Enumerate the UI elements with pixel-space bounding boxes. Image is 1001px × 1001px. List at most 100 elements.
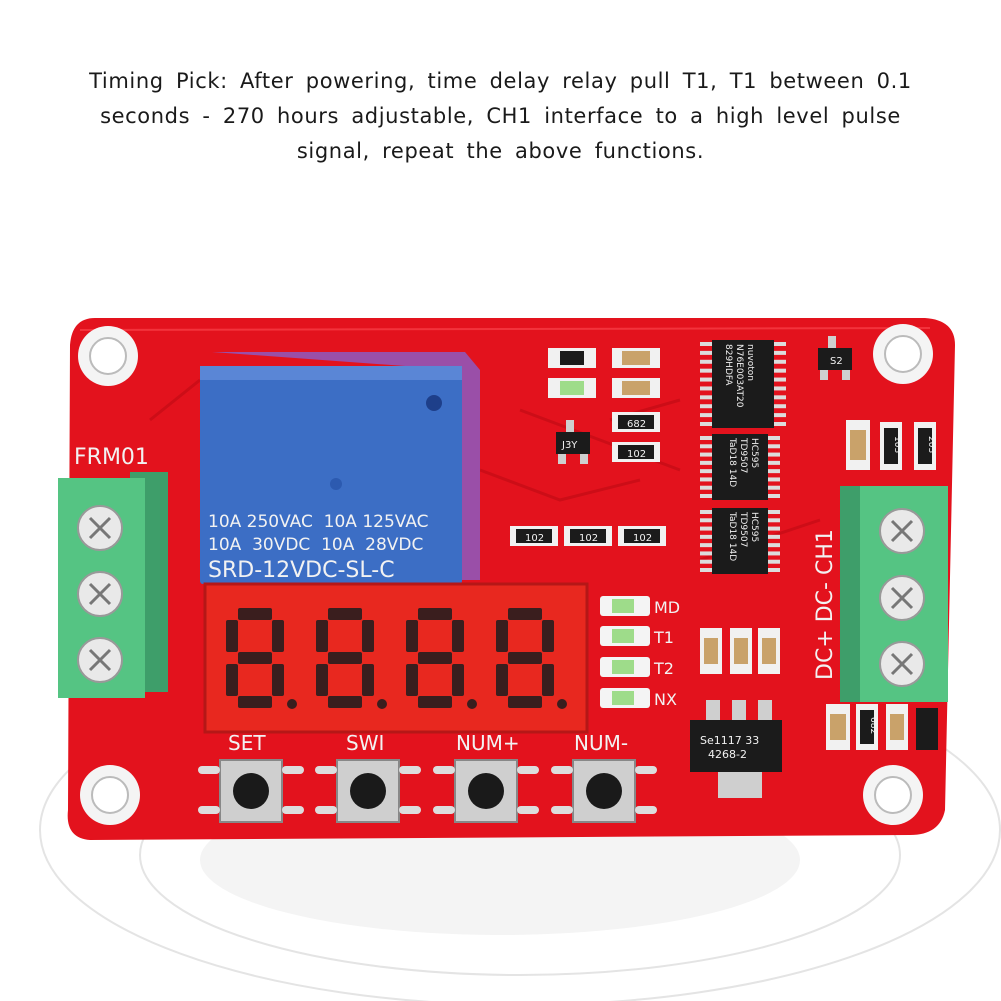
- ic-pin: [768, 444, 780, 449]
- ic-pin: [768, 534, 780, 539]
- ic-pin: [774, 377, 786, 382]
- ic-pin: [700, 559, 712, 564]
- display-segment: [226, 620, 238, 652]
- display-segment: [406, 664, 418, 696]
- voltage-regulator: Se1117 33 4268-2: [690, 700, 782, 798]
- ic-chips: nuvoton N76E003AT20 829HDFA HC595 TD9507…: [700, 340, 786, 574]
- ic-pin: [768, 436, 780, 440]
- ic-pin: [700, 413, 712, 418]
- ic-pin: [700, 460, 712, 465]
- relay-rating-1: 10A 250VAC 10A 125VAC: [208, 512, 429, 532]
- ic-pin: [700, 518, 712, 523]
- display-segment: [272, 620, 284, 652]
- ic-pin: [700, 404, 712, 409]
- svg-text:102: 102: [627, 449, 646, 460]
- ic-pin: [700, 469, 712, 474]
- ic-pin: [768, 551, 780, 556]
- shift-register-chip-2: HC595 TD9507 TaD18 14D: [700, 508, 780, 574]
- svg-text:nuvoton: nuvoton: [745, 344, 755, 381]
- ic-pin: [700, 568, 712, 572]
- ic-pin: [700, 526, 712, 531]
- svg-text:Se1117 33: Se1117 33: [700, 734, 759, 747]
- ic-pin: [700, 350, 712, 355]
- relay: 10A 250VAC 10A 125VAC 10A 30VDC 10A 28VD…: [200, 352, 480, 584]
- set-button-label: SET: [228, 731, 266, 755]
- ic-pin: [700, 422, 712, 426]
- led-t1: T1: [600, 626, 674, 647]
- caption-line-2: seconds - 270 hours adjustable, CH1 inte…: [100, 104, 901, 128]
- ic-pin: [768, 469, 780, 474]
- caption-line-3: signal, repeat the above functions.: [296, 139, 705, 163]
- display-segment: [418, 696, 452, 708]
- svg-text:829HDFA: 829HDFA: [723, 344, 733, 386]
- ic-pin: [774, 359, 786, 364]
- display-segment: [238, 608, 272, 620]
- display-segment: [508, 652, 542, 664]
- svg-text:MD: MD: [654, 598, 680, 617]
- display-decimal-point: [377, 699, 387, 709]
- display-segment: [542, 664, 554, 696]
- display-segment: [496, 664, 508, 696]
- ic-pin: [700, 485, 712, 490]
- model-label: FRM01: [74, 445, 149, 470]
- svg-text:TaD18 14D: TaD18 14D: [727, 437, 737, 487]
- display-segment: [238, 696, 272, 708]
- svg-text:TD9507: TD9507: [738, 511, 748, 547]
- set-button[interactable]: SET: [198, 731, 304, 823]
- num-plus-button-label: NUM+: [456, 731, 520, 755]
- num-minus-button-label: NUM-: [574, 731, 628, 755]
- swi-button[interactable]: SWI: [315, 731, 421, 823]
- svg-text:102: 102: [525, 533, 544, 544]
- microcontroller-chip: nuvoton N76E003AT20 829HDFA: [700, 340, 786, 428]
- display-segment: [452, 664, 464, 696]
- ic-pin: [700, 342, 712, 346]
- svg-text:102: 102: [579, 533, 598, 544]
- ic-pin: [700, 534, 712, 539]
- ic-pin: [700, 395, 712, 400]
- display-segment: [452, 620, 464, 652]
- ic-pin: [768, 494, 780, 498]
- display-decimal-point: [557, 699, 567, 709]
- svg-text:N76E003AT20: N76E003AT20: [734, 344, 744, 408]
- shift-register-chip-1: HC595 TD9507 TaD18 14D: [700, 434, 780, 500]
- ic-pin: [700, 452, 712, 457]
- seven-segment-display: [203, 582, 589, 734]
- ic-pin: [768, 559, 780, 564]
- display-segment: [328, 652, 362, 664]
- svg-text:HC595: HC595: [749, 438, 759, 468]
- ic-pin: [774, 368, 786, 373]
- ic-pin: [700, 551, 712, 556]
- ic-pin: [700, 368, 712, 373]
- led-nx: NX: [600, 688, 677, 709]
- ic-pin: [774, 404, 786, 409]
- relay-part-number: SRD-12VDC-SL-C: [208, 558, 395, 583]
- ic-pin: [768, 543, 780, 548]
- ic-pin: [700, 543, 712, 548]
- ic-pin: [768, 452, 780, 457]
- svg-text:TD9507: TD9507: [738, 437, 748, 473]
- ic-pin: [700, 510, 712, 514]
- svg-text:TaD18 14D: TaD18 14D: [727, 511, 737, 561]
- input-terminal-block: [840, 486, 948, 702]
- svg-text:T1: T1: [653, 628, 674, 647]
- ic-pin: [768, 477, 780, 482]
- svg-text:J3Y: J3Y: [561, 440, 578, 451]
- swi-button-label: SWI: [346, 731, 384, 755]
- push-buttons: SET SWI NUM+ NUM-: [198, 731, 657, 823]
- smd-resistors: 682 102 102 102 102 103 203 682: [510, 348, 936, 750]
- display-segment: [316, 664, 328, 696]
- ic-pin: [774, 350, 786, 355]
- display-segment: [542, 620, 554, 652]
- display-segment: [406, 620, 418, 652]
- svg-text:682: 682: [627, 419, 646, 430]
- ic-pin: [700, 359, 712, 364]
- num-plus-button[interactable]: NUM+: [433, 731, 539, 823]
- num-minus-button[interactable]: NUM-: [551, 731, 657, 823]
- ic-pin: [768, 510, 780, 514]
- product-caption: Timing Pick: After powering, time delay …: [70, 64, 931, 169]
- ic-pin: [700, 386, 712, 391]
- ic-pin: [768, 485, 780, 490]
- led-t2: T2: [600, 657, 674, 678]
- display-segment: [272, 664, 284, 696]
- display-segment: [418, 652, 452, 664]
